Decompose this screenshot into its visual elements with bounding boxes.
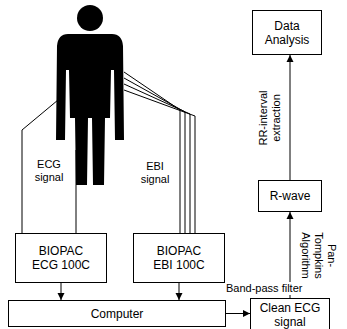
box-text: Data Analysis (262, 19, 312, 47)
box-text: R-wave (270, 189, 311, 203)
flow-arrow (287, 55, 294, 180)
process-box: Clean ECG signal (250, 298, 330, 329)
flow-arrow (176, 283, 183, 300)
arrow-line (290, 55, 291, 180)
box-text: BIOPAC EBI 100C (148, 244, 210, 272)
device-box: BIOPAC EBI 100C (133, 233, 225, 283)
signal-label: EBI signal (134, 160, 176, 186)
device-box: BIOPAC ECG 100C (15, 233, 107, 283)
ecg-wires (22, 100, 76, 233)
arrow-head (176, 293, 183, 300)
process-box: Computer (8, 300, 226, 327)
box-text: Computer (91, 307, 144, 321)
human-head (77, 5, 103, 31)
process-box: R-wave (258, 180, 322, 212)
process-box: Data Analysis (252, 10, 322, 55)
flow-arrow (58, 283, 65, 300)
box-text: BIOPAC ECG 100C (30, 244, 92, 272)
signal-label: ECG signal (28, 158, 70, 184)
edge-label: RR-interval extraction (257, 82, 283, 154)
arrow-head (287, 55, 294, 62)
ebi-wires (124, 72, 195, 233)
arrow-head (287, 212, 294, 219)
edge-label: Band-pass filter (226, 282, 302, 295)
edge-label: Pan-Tompkins Algorithm (299, 225, 338, 285)
flow-arrow (226, 310, 250, 317)
arrow-head (243, 310, 250, 317)
arrow-head (58, 293, 65, 300)
box-text: Clean ECG signal (257, 301, 323, 329)
